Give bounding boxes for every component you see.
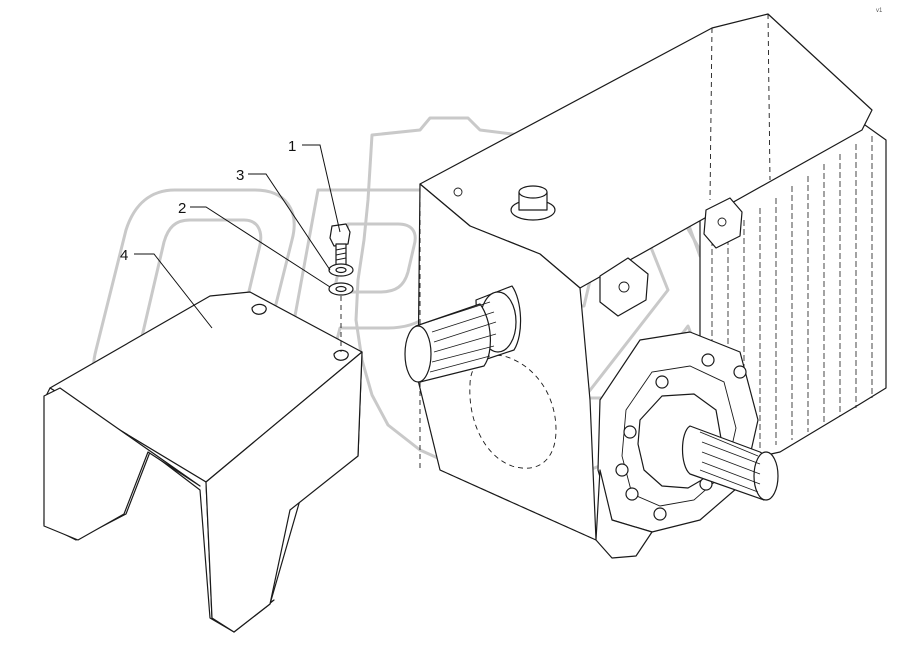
shield-right-panel	[205, 351, 363, 633]
leader-1	[302, 144, 341, 233]
callout-leaders	[134, 144, 341, 329]
rear-lug	[703, 197, 743, 249]
input-shaft	[404, 285, 522, 383]
bolt	[329, 223, 351, 267]
gearbox	[404, 13, 887, 559]
vent-plug	[510, 185, 556, 221]
side-lug	[599, 257, 649, 317]
lock-washer	[328, 263, 354, 277]
flat-washer	[328, 282, 354, 296]
leader-3	[248, 173, 331, 271]
front-cover-hidden	[469, 354, 557, 469]
callout-4: 4	[120, 247, 128, 264]
callout-1: 1	[288, 138, 296, 155]
leader-2	[190, 206, 331, 288]
corner-ref: v1	[876, 8, 883, 14]
shield-guard	[43, 291, 363, 633]
gearbox-hidden-edges	[419, 13, 771, 541]
callout-3: 3	[236, 167, 244, 184]
output-shaft	[681, 425, 779, 501]
callout-2: 2	[178, 200, 186, 217]
gearbox-lower-body	[595, 469, 653, 559]
shield-slot-2	[333, 349, 349, 361]
top-hole	[453, 187, 463, 197]
shield-slot-1	[251, 303, 267, 315]
output-flange	[597, 331, 759, 533]
shield-flap-left	[43, 387, 201, 541]
gearbox-front-face	[417, 183, 597, 541]
leader-4	[134, 253, 213, 329]
fasteners	[328, 223, 354, 352]
